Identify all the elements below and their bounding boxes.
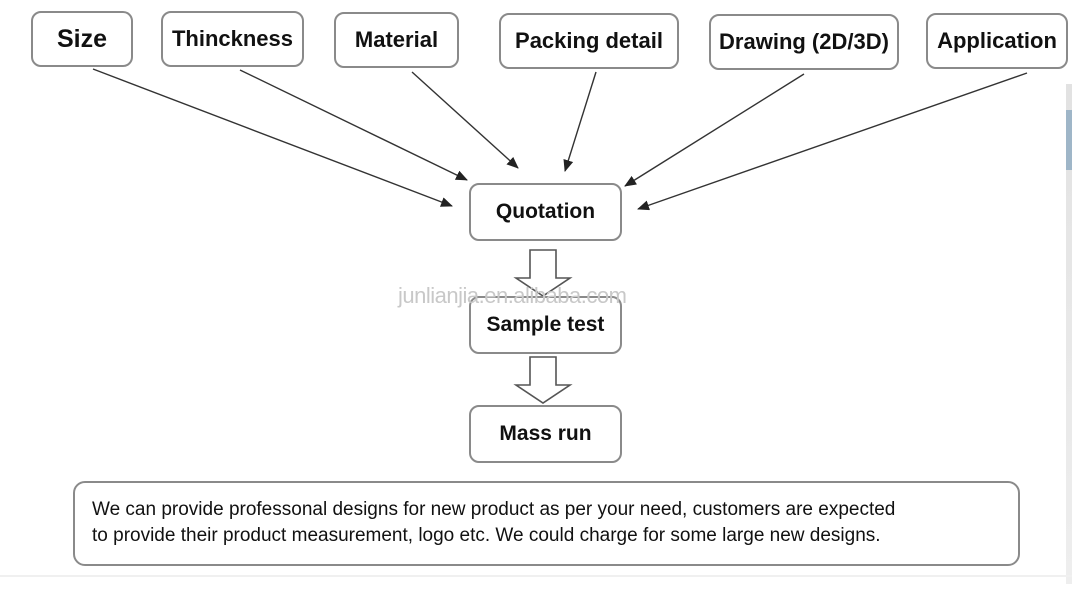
application-label: Application [937,28,1057,53]
drawing-label: Drawing (2D/3D) [719,29,889,54]
sample-test-label: Sample test [486,313,605,336]
application-box: Application [926,13,1068,69]
thickness-label: Thinckness [171,26,294,51]
sample-test-box: Sample test [469,296,622,354]
size-label: Size [56,24,108,53]
right-edge-strip [1066,84,1072,584]
size-box: Size [31,11,133,67]
right-edge-accent [1066,110,1072,170]
mass-run-label: Mass run [499,422,592,445]
drawing-box: Drawing (2D/3D) [709,14,899,70]
hollow-down-arrow-quotation-to-sample [513,249,573,297]
material-box: Material [334,12,459,68]
material-label: Material [354,27,439,52]
arrow-packing-to-quotation [563,71,597,172]
thickness-box: Thinckness [161,11,304,67]
arrow-drawing-to-quotation [624,73,805,187]
watermark-text: junlianjia.en.alibaba.com [398,283,627,308]
arrow-thickness-to-quotation [239,69,468,181]
packing-detail-label: Packing detail [515,28,663,53]
bottom-divider [0,575,1072,577]
note-line-1: We can provide professonal designs for n… [92,499,896,520]
quotation-box: Quotation [469,183,622,241]
quotation-label: Quotation [495,200,596,223]
mass-run-box: Mass run [469,405,622,463]
arrow-material-to-quotation [411,71,519,169]
arrow-application-to-quotation [637,72,1028,211]
note-box: We can provide professonal designs for n… [73,481,1020,566]
note-line-2: to provide their product measurement, lo… [92,525,881,546]
hollow-down-arrow-sample-to-massrun [513,356,573,404]
packing-detail-box: Packing detail [499,13,679,69]
arrow-size-to-quotation [92,68,453,207]
